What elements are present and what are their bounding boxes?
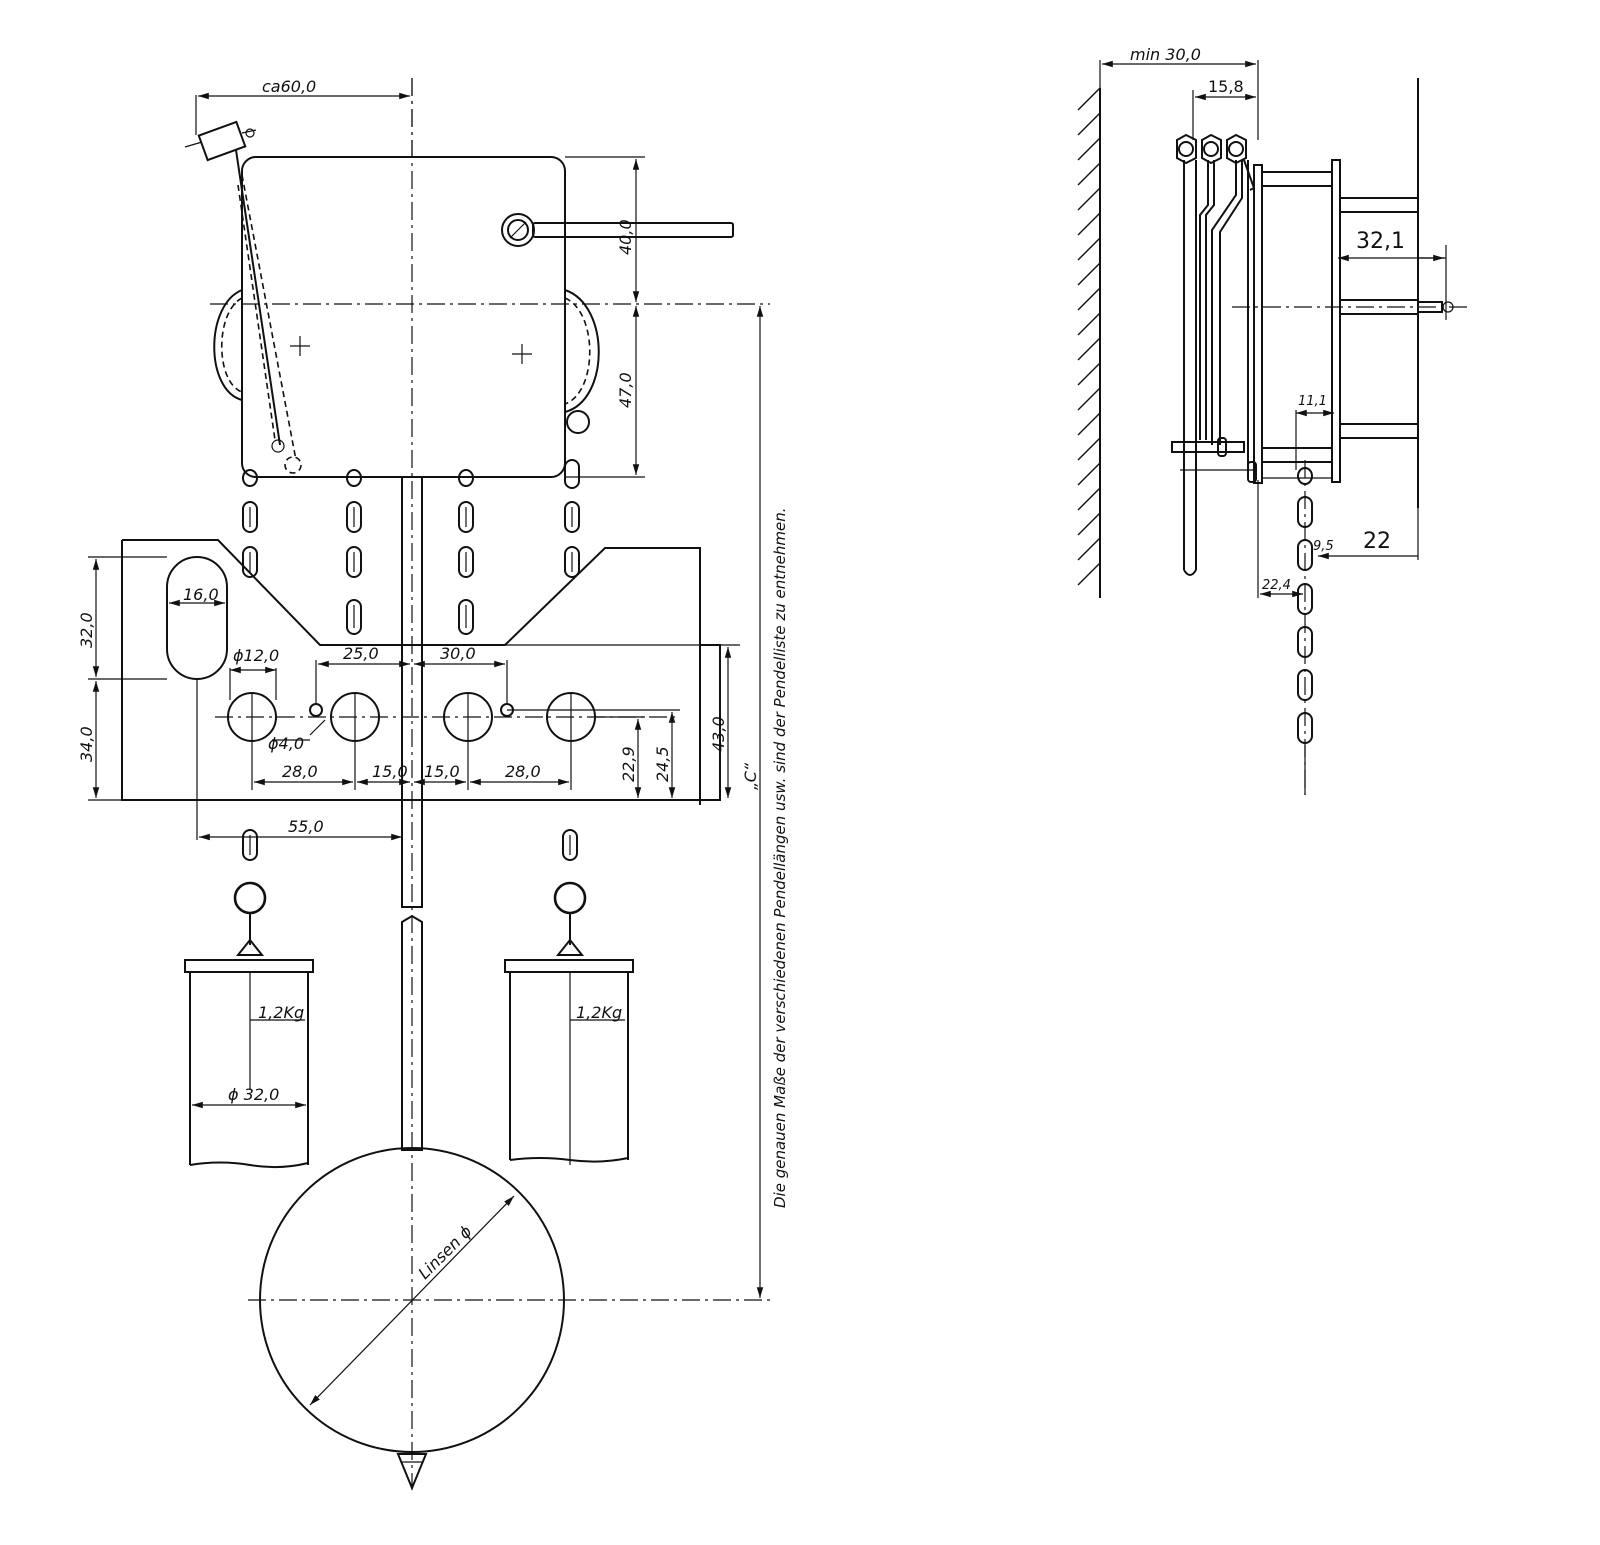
dim-11-1: 11,1 <box>1298 394 1327 409</box>
hammer-stem <box>1183 160 1197 570</box>
weight-right-label: 1,2Kg <box>576 1003 622 1022</box>
dim-d32: ϕ 32,0 <box>228 1085 279 1104</box>
side-view: min 30,0 15,8 <box>1077 45 1470 795</box>
right-plate-bulge <box>564 289 600 413</box>
weight-left-label: 1,2Kg <box>258 1003 304 1022</box>
bob-label: Linsen ϕ <box>414 1221 475 1282</box>
arbor-3 <box>1339 423 1419 439</box>
dim-slot: 16,0 <box>183 585 219 604</box>
weight-right <box>504 829 634 1165</box>
dim-32-1: 32,1 <box>1356 229 1405 254</box>
dim-30: 30,0 <box>440 644 476 663</box>
dim-d12: ϕ12,0 <box>233 646 279 665</box>
left-plate-bulge <box>213 289 243 401</box>
dim-24-5: 24,5 <box>653 746 672 782</box>
dim-47: 47,0 <box>616 372 635 408</box>
crutch <box>1171 441 1245 453</box>
arbor-1 <box>1339 197 1419 213</box>
mounting-slot <box>166 556 228 680</box>
wall-hatching <box>1077 87 1101 586</box>
dim-22-9: 22,9 <box>619 746 638 782</box>
arbor-cross-left <box>290 336 310 356</box>
chain-side <box>1297 460 1313 795</box>
dim-25: 25,0 <box>343 644 379 663</box>
chains-upper <box>242 459 580 635</box>
pendulum-rod <box>401 476 423 908</box>
dim-15-left: 15,0 <box>372 762 408 781</box>
dim-22-4: 22,4 <box>1262 578 1291 593</box>
hammer <box>184 120 302 474</box>
dim-9-5: 9,5 <box>1313 539 1334 554</box>
dim-40: 40,0 <box>616 219 635 255</box>
dim-22: 22 <box>1363 529 1391 554</box>
pendulum-note: Die genauen Maße der verschiedenen Pende… <box>771 507 789 1208</box>
front-plate <box>1253 164 1263 484</box>
dim-43: 43,0 <box>709 716 728 752</box>
dim-28-left: 28,0 <box>282 762 318 781</box>
bob-regulating-nut <box>396 1453 428 1491</box>
dim-15-right: 15,0 <box>424 762 460 781</box>
dim-32: 32,0 <box>77 612 96 648</box>
dim-28-right: 28,0 <box>505 762 541 781</box>
movement-plate <box>241 156 566 478</box>
arbor-cross-right <box>512 344 532 364</box>
hammer-heads <box>1176 133 1247 165</box>
dim-d4: ϕ4,0 <box>268 734 304 753</box>
dim-min30: min 30,0 <box>1130 45 1201 64</box>
back-plate <box>1331 159 1341 483</box>
dim-c: „C“ <box>741 762 760 790</box>
dim-15-8: 15,8 <box>1208 77 1244 96</box>
dim-55: 55,0 <box>288 817 324 836</box>
weight-left <box>184 829 314 1169</box>
dim-ca60: ca60,0 <box>262 77 316 96</box>
dim-34: 34,0 <box>77 726 96 762</box>
front-view: ca60,0 40,0 47,0 <box>77 77 789 1491</box>
